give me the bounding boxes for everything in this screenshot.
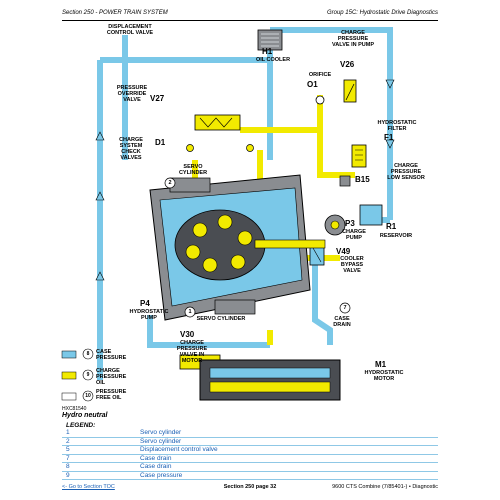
code-r1: R1: [386, 222, 397, 231]
lower-blue-line: [147, 315, 270, 348]
servo-cylinder-bottom: [214, 299, 256, 315]
code-v26: V26: [340, 60, 355, 69]
label-orifice: ORIFICE: [308, 72, 332, 78]
callout-circle-1: [184, 306, 196, 318]
key-swatch-charge-pressure: [61, 371, 77, 380]
color-key: [61, 348, 94, 402]
servo-cylinder-top: [169, 177, 211, 193]
key-label-case-pressure: CASE PRESSURE: [96, 349, 127, 361]
code-d1: D1: [155, 138, 166, 147]
callout-circle-7: [339, 302, 351, 314]
label-hydrostatic-motor: HYDROSTATIC MOTOR: [364, 370, 404, 382]
label-charge-pump: CHARGE PUMP: [342, 229, 366, 241]
label-cooler-bypass-valve: COOLER BYPASS VALVE: [340, 256, 364, 274]
hydrostatic-pump: [149, 174, 326, 321]
label-charge-pressure-valve-in-motor: CHARGE PRESSURE VALVE IN MOTOR: [176, 340, 208, 364]
callout-7: 7: [343, 305, 347, 311]
cooler-line: [270, 27, 393, 220]
code-o1: O1: [307, 80, 318, 89]
flow-arrow-down-1: [385, 79, 395, 89]
filter-line: [317, 130, 355, 178]
label-pressure-override-valve: PRESSURE OVERRIDE VALVE: [116, 85, 148, 103]
code-h1: H1: [262, 47, 273, 56]
hydrostatic-filter: [351, 144, 367, 168]
code-v30: V30: [180, 330, 195, 339]
label-charge-pressure-low-sensor: CHARGE PRESSURE LOW SENSOR: [387, 163, 425, 181]
code-v49: V49: [336, 247, 351, 256]
hydrostatic-motor: [199, 359, 341, 401]
case-pressure-lines: [97, 27, 393, 380]
label-reservoir: RESERVOIR: [379, 233, 413, 239]
label-oil-cooler: OIL COOLER: [255, 57, 291, 63]
label-charge-pressure-valve-in-pump: CHARGE PRESSURE VALVE IN PUMP: [332, 30, 374, 48]
label-servo-cylinder-top: SERVO CYLINDER: [178, 164, 208, 176]
key-num-9: 9: [86, 372, 90, 378]
label-case-drain: CASE DRAIN: [333, 316, 351, 328]
code-p4: P4: [140, 299, 150, 308]
key-swatch-case-pressure: [61, 350, 77, 359]
legend-title: LEGEND:: [66, 421, 96, 429]
oil-cooler: [257, 29, 283, 51]
go-to-section-toc-link[interactable]: <- Go to Section TOC: [62, 484, 115, 490]
key-swatch-pressure-free: [61, 392, 77, 401]
orifice-o1: [315, 95, 325, 105]
flow-arrow-up-3: [95, 271, 105, 281]
callout-1: 1: [188, 309, 192, 315]
header-group-title: Group 15C: Hydrostatic Drive Diagnostics: [326, 10, 438, 16]
key-num-10: 10: [85, 393, 91, 399]
image-id: HXC81540: [62, 406, 87, 412]
label-displacement-control-valve: DISPLACEMENT CONTROL VALVE: [106, 24, 154, 36]
reservoir: [359, 204, 383, 226]
code-f1: F1: [384, 133, 394, 142]
label-hydrostatic-filter: HYDROSTATIC FILTER: [377, 120, 417, 132]
header-section-title: Section 250 - POWER TRAIN SYSTEM: [62, 10, 168, 16]
flow-arrow-down-2: [385, 139, 395, 149]
key-num-8: 8: [86, 351, 90, 357]
callout-circle-2: [164, 177, 176, 189]
footer-doc-title: 9600 CTS Combine (7/85401-) • Diagnostic: [332, 484, 438, 490]
header-divider: [62, 20, 438, 21]
label-hydrostatic-pump: HYDROSTATIC PUMP: [129, 309, 169, 321]
callout-circles: [164, 177, 351, 318]
pressure-override-valve: [194, 114, 241, 131]
key-label-pressure-free: PRESSURE FREE OIL: [96, 389, 127, 401]
charge-check-valves: [186, 144, 254, 152]
override-to-orifice-line: [240, 95, 323, 133]
flow-arrow-up-2: [95, 191, 105, 201]
charge-pump: [324, 214, 346, 236]
flow-arrow-up-1: [95, 131, 105, 141]
case-drain-line: [312, 255, 333, 345]
key-label-charge-pressure: CHARGE PRESSURE OIL: [96, 368, 127, 386]
code-v27: V27: [150, 94, 165, 103]
callout-2: 2: [168, 180, 172, 186]
charge-pressure-sensor: [339, 175, 351, 187]
charge-pressure-valve-v26: [343, 79, 357, 103]
footer-page-number: Section 250 page 32: [223, 484, 277, 490]
code-b15: B15: [355, 175, 370, 184]
flow-arrows: [95, 79, 395, 281]
code-m1: M1: [375, 360, 387, 369]
code-p3: P3: [345, 219, 355, 228]
label-servo-cylinder-bottom: SERVO CYLINDER: [196, 316, 246, 322]
label-charge-system-check-valves: CHARGE SYSTEM CHECK VALVES: [119, 137, 143, 161]
caption: Hydro neutral: [62, 412, 108, 420]
